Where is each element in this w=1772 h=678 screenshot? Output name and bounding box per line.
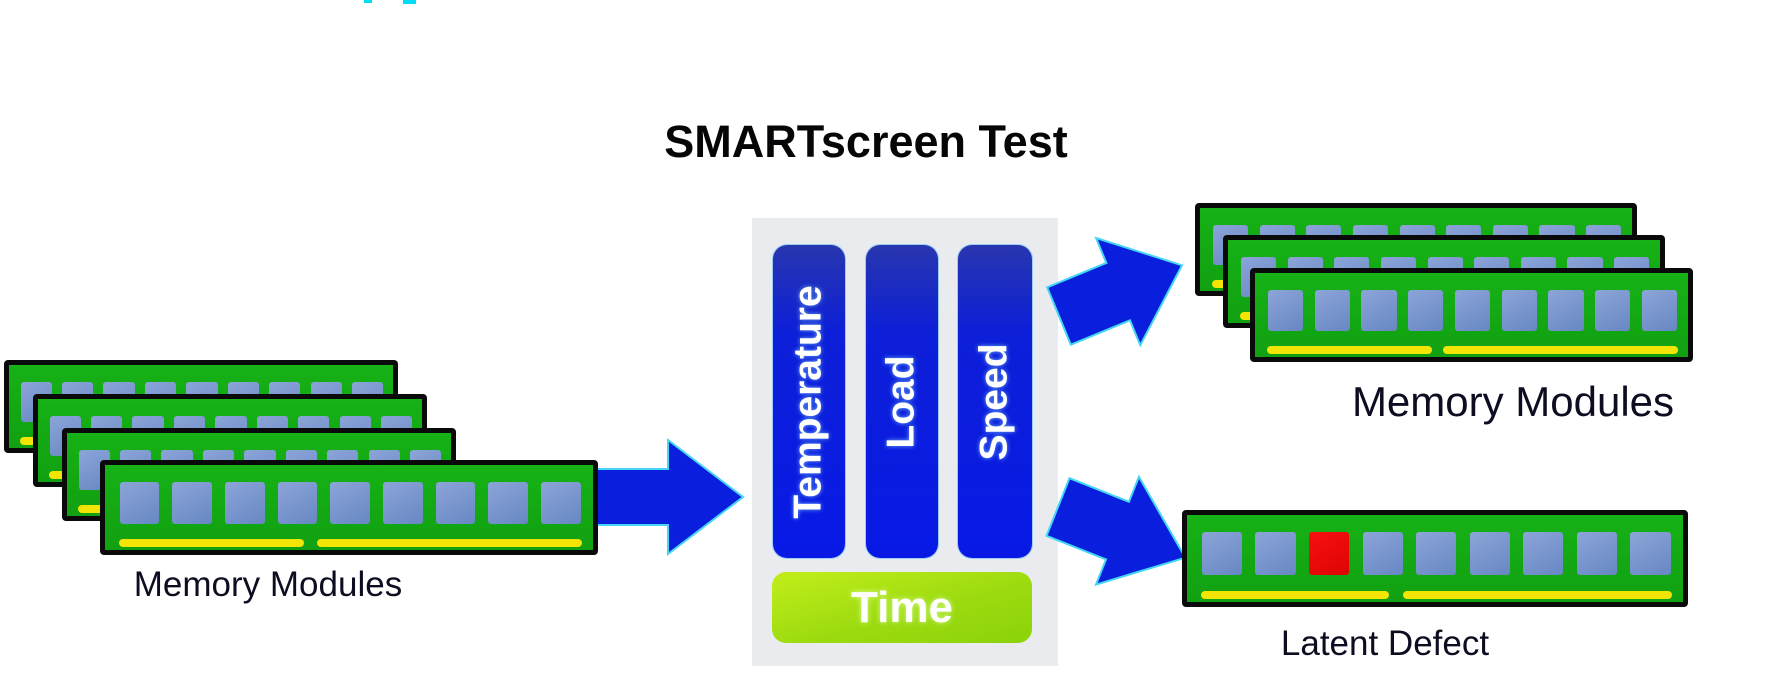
pin-segment-right: [1443, 346, 1679, 355]
memory-chip: [1501, 289, 1537, 331]
memory-chip: [1361, 289, 1397, 331]
memory-chip: [1362, 532, 1403, 576]
pin-segment-left: [1267, 346, 1432, 355]
arrow-test-to-defect: [1045, 474, 1187, 587]
diagram-title: SMARTscreen Test: [664, 116, 1068, 167]
memory-chip: [1630, 532, 1671, 576]
memory-chip: [488, 482, 529, 524]
memory-chip: [435, 482, 476, 524]
pin-segment-left: [1200, 590, 1390, 599]
arrow-test-to-passed: [1045, 236, 1184, 348]
defect-module-label: Latent Defect: [1280, 624, 1490, 663]
test-parameter-bar-load: Load: [866, 245, 938, 558]
memory-module: [100, 460, 598, 555]
chip-row: [119, 482, 581, 524]
pin-segment-left: [118, 538, 305, 548]
memory-chip: [383, 482, 423, 524]
test-parameter-bar-speed: Speed: [958, 245, 1032, 558]
defective-chip: [1308, 532, 1350, 576]
memory-chip: [172, 482, 212, 524]
time-bar: Time: [772, 572, 1032, 643]
pin-strip: [118, 538, 583, 548]
chip-row: [1267, 289, 1678, 331]
scan-artifact-speck: [364, 0, 372, 3]
memory-chip: [1255, 532, 1296, 576]
memory-chip: [225, 482, 265, 524]
test-parameter-bar-temperature: Temperature: [773, 245, 845, 558]
memory-chip: [1416, 532, 1457, 576]
memory-chip: [1454, 289, 1491, 331]
memory-module: [1182, 510, 1688, 607]
memory-chip: [277, 482, 318, 524]
pin-segment-right: [317, 538, 583, 548]
memory-chip: [1267, 289, 1304, 331]
pin-strip: [1267, 346, 1679, 355]
scan-artifact-speck: [403, 0, 416, 4]
memory-chip: [1201, 532, 1243, 576]
chip-row: [1201, 532, 1671, 576]
memory-module: [1250, 268, 1693, 362]
memory-chip: [1408, 289, 1444, 331]
memory-chip: [330, 482, 371, 524]
memory-chip: [1314, 289, 1350, 331]
passed-stack-label: Memory Modules: [1351, 378, 1675, 425]
pin-strip: [1200, 590, 1673, 599]
input-stack-label: Memory Modules: [133, 565, 403, 604]
memory-chip: [1595, 289, 1631, 331]
memory-chip: [1469, 532, 1510, 576]
memory-chip: [1523, 532, 1564, 576]
memory-chip: [1641, 289, 1678, 331]
memory-chip: [1548, 289, 1584, 331]
test-panel: Temperature Load Speed Time: [752, 218, 1058, 666]
memory-chip: [1576, 532, 1617, 576]
memory-chip: [541, 482, 581, 524]
memory-chip: [119, 482, 160, 524]
pin-segment-right: [1402, 590, 1673, 599]
